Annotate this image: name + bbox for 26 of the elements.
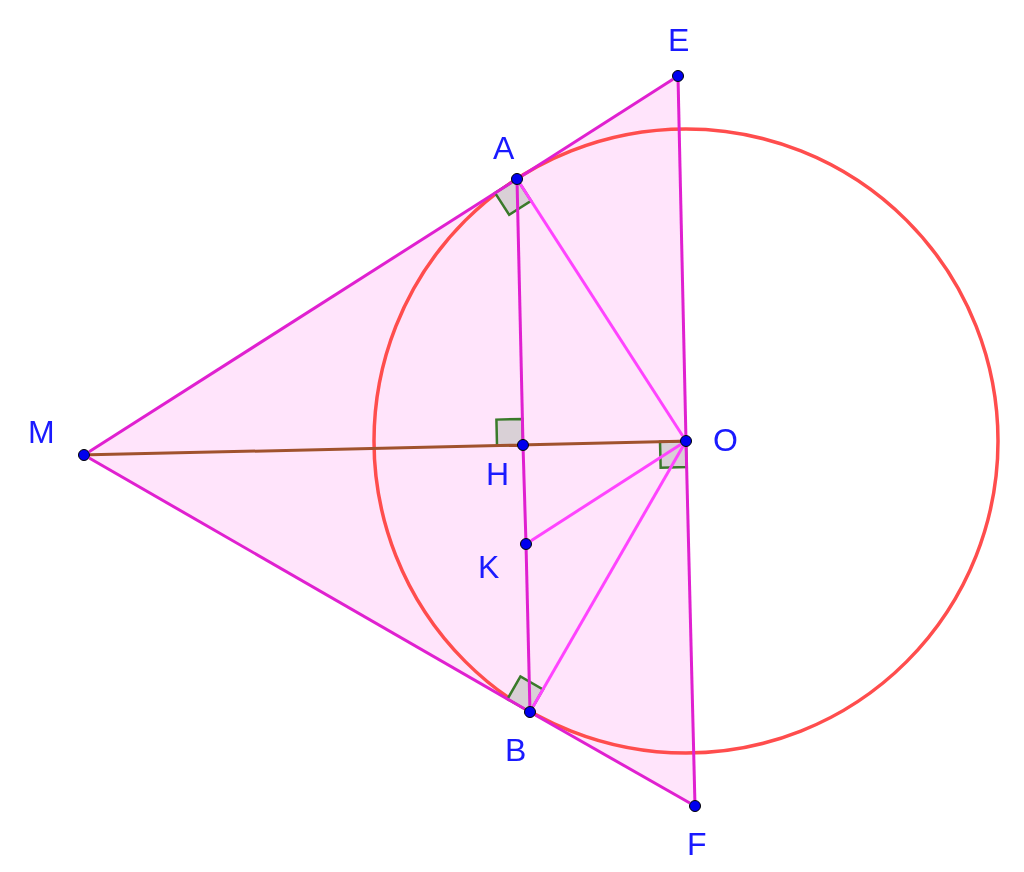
point-label: O: [713, 424, 738, 456]
line-segment: [521, 450, 528, 539]
point-label: E: [668, 24, 690, 56]
point-label: H: [486, 458, 510, 490]
line-segment: [530, 443, 682, 542]
line-segment: [684, 446, 697, 801]
point-label: A: [493, 132, 515, 164]
line-segment: [519, 183, 684, 437]
line-segment: [524, 549, 532, 707]
line-segment: [88, 180, 513, 454]
line-segment: [515, 184, 525, 440]
point: [689, 800, 701, 812]
point: [78, 449, 90, 461]
line-segment: [89, 443, 518, 457]
line-segment: [88, 456, 526, 711]
point: [511, 173, 523, 185]
point-label: K: [478, 551, 500, 583]
point-label: F: [687, 828, 707, 860]
line-segment: [534, 713, 691, 805]
point-label: B: [505, 734, 527, 766]
point: [672, 70, 684, 82]
point-label: M: [28, 416, 55, 448]
line-segment: [676, 81, 688, 436]
line-segment: [521, 77, 674, 178]
line-segment: [528, 439, 681, 447]
line-segment: [531, 445, 685, 708]
